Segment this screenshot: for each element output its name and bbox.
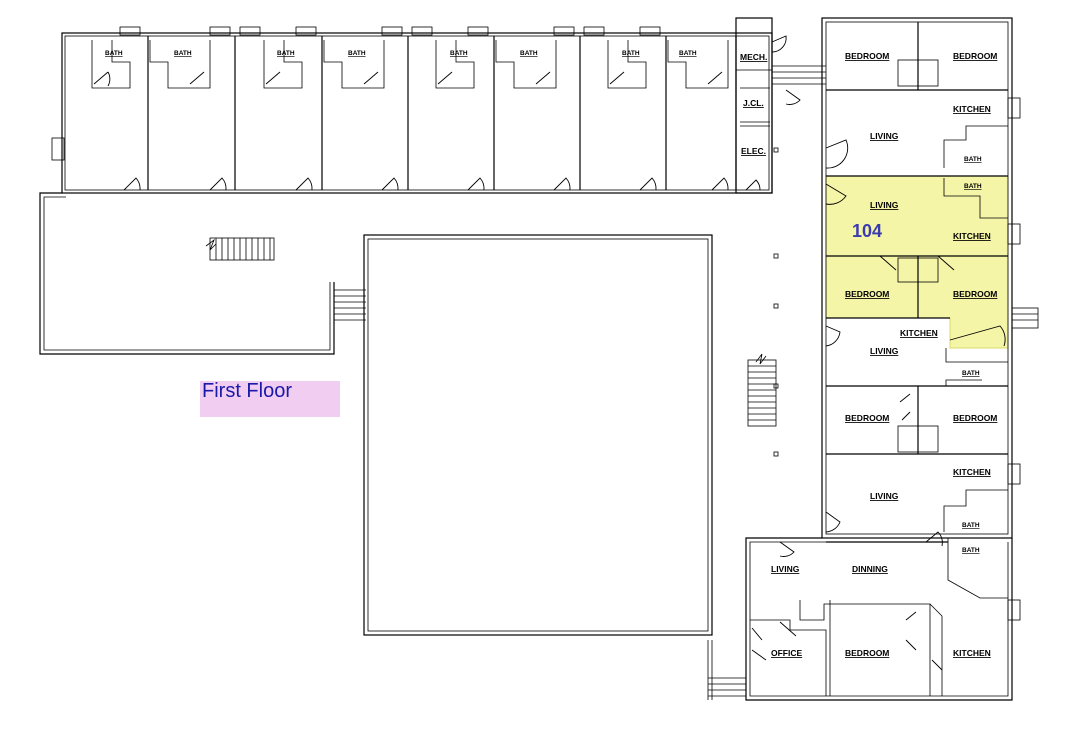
dinning-label: DINNING: [852, 564, 888, 574]
top-wing: [51, 26, 773, 194]
bath-label: BATH: [962, 522, 980, 529]
right-wing-labels: BEDROOM BEDROOM KITCHEN LIVING BATH BATH…: [845, 51, 997, 554]
kitchen-label: KITCHEN: [953, 104, 991, 114]
living-label: LIVING: [870, 346, 899, 356]
living-label: LIVING: [771, 564, 800, 574]
living-label: LIVING: [870, 200, 899, 210]
bedroom-label: BEDROOM: [845, 648, 889, 658]
unit-104-highlight[interactable]: [825, 175, 1009, 349]
kitchen-label: KITCHEN: [900, 328, 938, 338]
unit-104-area[interactable]: [825, 175, 1009, 349]
floor-label-bg: [200, 381, 340, 417]
stair-left: [205, 237, 275, 261]
bath-label: BATH: [964, 156, 982, 163]
connectors: [772, 65, 826, 457]
bedroom-label: BEDROOM: [845, 289, 889, 299]
bath-label: BATH: [962, 370, 980, 377]
mech-label: MECH.: [740, 52, 767, 62]
bath-label: BATH: [679, 50, 697, 57]
living-label: LIVING: [870, 491, 899, 501]
kitchen-label: KITCHEN: [953, 648, 991, 658]
bath-label: BATH: [622, 50, 640, 57]
bath-label: BATH: [964, 183, 982, 190]
bath-label: BATH: [450, 50, 468, 57]
unit-number[interactable]: 104: [852, 221, 882, 241]
bedroom-label: BEDROOM: [953, 289, 997, 299]
living-label: LIVING: [870, 131, 899, 141]
top-wing-labels: BATH BATH BATH BATH BATH BATH BATH BATH: [105, 50, 697, 57]
elec-label: ELEC.: [741, 146, 766, 156]
bath-label: BATH: [277, 50, 295, 57]
left-wing: [39, 192, 366, 355]
stair-center: [747, 353, 777, 427]
jcl-label: J.CL.: [743, 98, 764, 108]
floor-label: First Floor: [202, 380, 292, 402]
courtyard: [363, 234, 746, 700]
bottom-apartment: LIVING DINNING OFFICE BEDROOM KITCHEN: [745, 531, 1013, 701]
bedroom-label: BEDROOM: [953, 413, 997, 423]
bath-label: BATH: [520, 50, 538, 57]
bedroom-label: BEDROOM: [845, 413, 889, 423]
office-label: OFFICE: [771, 648, 802, 658]
kitchen-label: KITCHEN: [953, 231, 991, 241]
bath-label: BATH: [962, 547, 980, 554]
bath-label: BATH: [348, 50, 366, 57]
right-wing: [821, 17, 1039, 621]
utility-rooms: MECH. J.CL. ELEC.: [735, 17, 787, 194]
bath-label: BATH: [105, 50, 123, 57]
kitchen-label: KITCHEN: [953, 467, 991, 477]
bath-label: BATH: [174, 50, 192, 57]
bedroom-label: BEDROOM: [953, 51, 997, 61]
bedroom-label: BEDROOM: [845, 51, 889, 61]
